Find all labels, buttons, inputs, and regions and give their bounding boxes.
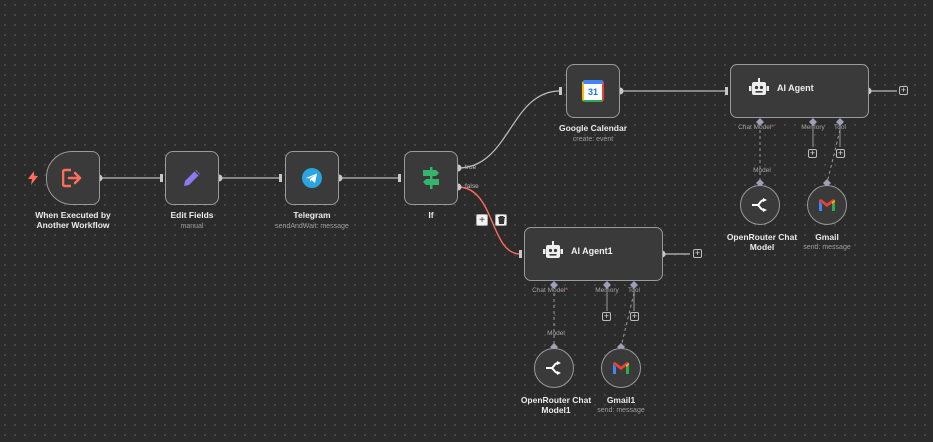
gmail-label: Gmail <box>815 232 839 242</box>
ai-agent1-chat-model-label: Chat Model* <box>532 287 568 294</box>
edit-fields-label: Edit Fields <box>170 210 214 220</box>
telegram-node[interactable] <box>285 151 339 205</box>
add-output-button[interactable]: + <box>693 248 702 258</box>
gmail-icon <box>819 199 835 211</box>
if-false-label: false <box>465 183 479 190</box>
telegram-sub: sendAndWait: message <box>275 223 349 230</box>
bolt-icon <box>28 171 38 185</box>
gmail1-label: Gmail1 <box>606 395 636 405</box>
exit-arrow-icon <box>62 168 82 188</box>
ai-agent-title: AI Agent <box>777 83 814 93</box>
ai-agent-memory-label: Memory <box>801 124 825 131</box>
edit-fields-sub: manual <box>180 223 204 230</box>
openrouter-node[interactable] <box>740 185 780 225</box>
openrouter1-node[interactable] <box>534 348 574 388</box>
split-icon <box>423 167 439 189</box>
gmail-node[interactable] <box>807 185 847 225</box>
if-label: If <box>428 210 434 220</box>
add-tool-button[interactable]: + <box>630 311 639 321</box>
if-node[interactable] <box>404 151 458 205</box>
wire-if-false-agent1 <box>457 186 521 255</box>
add-node-button[interactable]: + <box>476 214 488 226</box>
edit-fields-node[interactable] <box>165 151 219 205</box>
wire-if-true-calendar <box>457 90 561 169</box>
trash-icon <box>497 216 505 224</box>
google-calendar-label: Google Calendar <box>558 123 628 133</box>
telegram-label: Telegram <box>293 210 331 220</box>
gmail1-sub: send: message <box>597 407 645 414</box>
gmail-sub: send: message <box>803 244 851 251</box>
gmail-icon <box>613 362 629 374</box>
delete-connection-button[interactable] <box>495 214 507 226</box>
pencil-icon <box>184 170 200 186</box>
robot-icon <box>749 78 769 95</box>
ai-agent1-node[interactable]: AI Agent1 <box>524 227 663 281</box>
openrouter-icon <box>546 361 561 375</box>
add-memory-button[interactable]: + <box>602 311 611 321</box>
google-calendar-node[interactable]: 31 <box>566 64 620 118</box>
add-tool-button[interactable]: + <box>836 148 845 158</box>
ai-agent-chat-model-label: Chat Model* <box>738 124 774 131</box>
trigger-label: When Executed by Another Workflow <box>35 210 111 230</box>
if-true-label: true <box>465 164 477 171</box>
ai-agent1-memory-label: Memory <box>595 287 619 294</box>
telegram-icon <box>302 168 322 188</box>
add-memory-button[interactable]: + <box>808 148 817 158</box>
ai-agent1-title: AI Agent1 <box>571 246 613 256</box>
google-calendar-sub: create: event <box>572 136 614 143</box>
ai-agent1-tool-label: Tool <box>628 287 640 294</box>
ai-agent-tool-label: Tool <box>834 124 846 131</box>
openrouter1-label: OpenRouter Chat Model1 <box>520 395 592 415</box>
openrouter-port-label: Model <box>753 167 771 174</box>
gmail1-node[interactable] <box>601 348 641 388</box>
ai-agent-node[interactable]: AI Agent <box>730 64 869 118</box>
calendar-icon: 31 <box>582 80 604 102</box>
openrouter-label: OpenRouter Chat Model <box>726 232 798 252</box>
openrouter1-port-label: Model <box>547 330 565 337</box>
openrouter-icon <box>752 198 767 212</box>
add-output-button[interactable]: + <box>899 85 908 95</box>
trigger-node[interactable] <box>46 151 100 205</box>
robot-icon <box>543 241 563 258</box>
